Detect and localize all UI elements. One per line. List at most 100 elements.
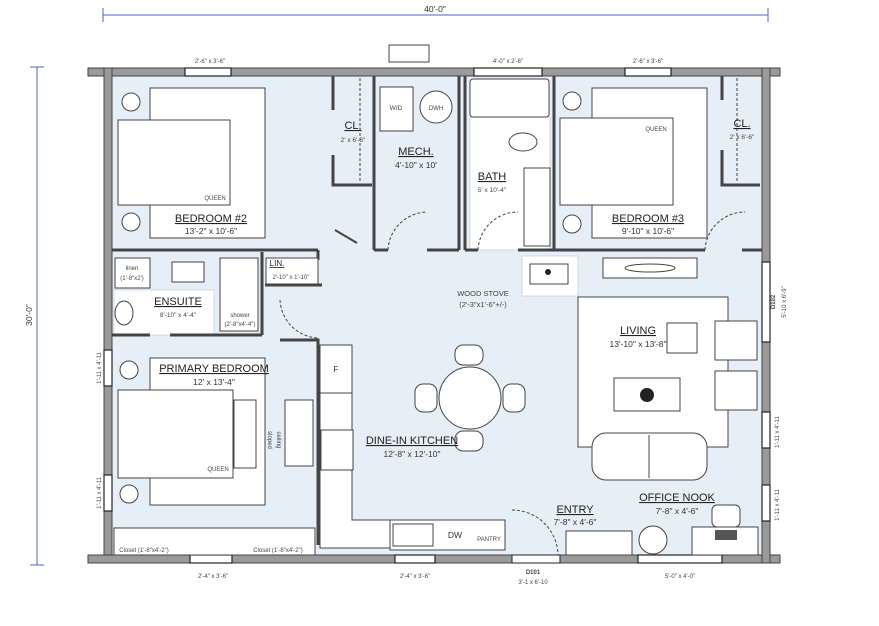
- rooms-closet-right-size-label: 2' x 6'-6": [730, 134, 755, 141]
- window-right-1: [761, 411, 771, 449]
- window-top-2: [473, 67, 543, 77]
- office-chair: [711, 504, 741, 528]
- windows-top2-label: 4'-0" x 2'-6": [493, 59, 523, 65]
- rooms-linen-size-label: (1'-8"x2'): [120, 276, 143, 282]
- bed: [559, 117, 674, 206]
- windows-left1-label: 1'-11 x 4'-11: [97, 351, 103, 383]
- chair: [454, 430, 484, 452]
- windows-right2-label: 1'-11 x 4'-11: [775, 488, 781, 520]
- windows-left2-label: 1'-11 x 4'-11: [97, 476, 103, 508]
- plant-icon: [638, 525, 668, 555]
- rooms-living-name-label: LIVING: [620, 325, 656, 337]
- toilet-icon: [508, 132, 538, 152]
- rooms-bath-name-label: BATH: [478, 171, 507, 183]
- rooms-bedroom3-name-label: BEDROOM #3: [612, 213, 684, 225]
- bed: [117, 389, 234, 479]
- rooms-bedroom2-bed-label: QUEEN: [204, 196, 225, 202]
- dining-table: [438, 366, 502, 430]
- water-heater: [419, 90, 453, 124]
- chimney-box: [388, 44, 430, 63]
- wood-stove: WOOD STOVE (2'-3"x1'-6"+/-): [457, 263, 569, 309]
- chair: [502, 383, 526, 413]
- room-closet-right: CL. 2' x 6'-6": [730, 78, 755, 183]
- window-bottom-3: [637, 554, 723, 564]
- chair: [454, 344, 484, 366]
- windows-right1-label: 1'-11 x 4'-11: [775, 415, 781, 447]
- rooms-shower-name-label: shower: [230, 313, 249, 319]
- room-label: BEDROOM #2: [175, 213, 247, 225]
- nightstand-lamp-icon: [562, 214, 582, 234]
- rooms-bedroom3-size-label: 9'-10" x 10'-6": [622, 226, 674, 236]
- nightstand-lamp-icon: [121, 92, 141, 112]
- rooms-bedroom2-size-label: 13'-2" x 10'-6": [185, 226, 237, 236]
- rooms-bedroom3-bed-label: QUEEN: [645, 127, 666, 133]
- room-mech: W/D DWH MECH. 4'-10" x 10': [379, 86, 453, 170]
- rooms-closet-left-name-label: CL.: [344, 120, 361, 132]
- rooms-kitchen-fridge-label: F: [333, 364, 338, 374]
- room-primary-bedroom: QUEEN PRIMARY BEDROOM 12' x 13'-4" slope…: [113, 357, 316, 556]
- room-office-nook: OFFICE NOOK 7'-8" x 4'-6": [638, 492, 759, 556]
- door-swings: [279, 211, 746, 556]
- nightstand-lamp-icon: [119, 360, 139, 380]
- shower: [219, 257, 259, 332]
- rooms-living-size-label: 13'-10" x 13'-8": [609, 339, 666, 349]
- entry-door-d101: [511, 554, 561, 564]
- armchair: [714, 320, 758, 361]
- rooms-closet-left-size-label: 2' x 6'-6": [341, 137, 366, 144]
- rooms-wood-stove-name-label: WOOD STOVE: [457, 289, 509, 298]
- nightstand-lamp-icon: [119, 484, 139, 504]
- dimension-lines: 40'-0" 30'-0": [24, 4, 769, 566]
- doors-d102-size-label: 5'-10 x 6'-9": [782, 286, 788, 317]
- rooms-primary-closet2-label: Closet (1'-8"x4'-2"): [253, 548, 303, 554]
- window-top-3: [624, 67, 672, 77]
- window-right-2: [761, 484, 771, 522]
- room-ensuite: linen (1'-8"x2') ENSUITE 8'-10" x 4'-4" …: [114, 257, 319, 332]
- doors-d102-label: D102: [771, 294, 777, 309]
- rooms-mech-wd-label: W/D: [390, 105, 403, 112]
- interior-walls: [112, 76, 762, 545]
- room-bedroom-3: QUEEN BEDROOM #3 9'-10" x 10'-6": [559, 87, 708, 239]
- room-living: LIVING 13'-10" x 13'-8": [577, 257, 758, 481]
- patio-door-d102: [761, 261, 771, 343]
- window-bottom-2: [394, 554, 436, 564]
- windows-bottom2-label: 2'-4" x 3'-6": [400, 574, 430, 580]
- rooms-ensuite-name-label: ENSUITE: [154, 296, 202, 308]
- rooms-primary-name-label: PRIMARY BEDROOM: [159, 363, 269, 375]
- room-bedroom-2: QUEEN BEDROOM #2 13'-2" x 10'-6": [117, 87, 266, 239]
- rooms-entry-size-label: 7'-8" x 4'-6": [554, 517, 597, 527]
- vanity: [523, 167, 551, 247]
- windows-top1-label: 2'-6" x 3'-6": [195, 59, 225, 65]
- rooms-entry-name-label: ENTRY: [556, 504, 594, 516]
- rooms-kitchen-name-label: DINE-IN KITCHEN: [366, 435, 458, 447]
- room-entry: ENTRY 7'-8" x 4'-6": [554, 504, 633, 556]
- depth-dimension: 30'-0": [24, 304, 34, 326]
- rooms-office-size-label: 7'-8" x 4'-6": [656, 506, 699, 516]
- sink: [171, 261, 205, 283]
- rooms-wood-stove-size-label: (2'-3"x1'-6"+/-): [459, 300, 507, 309]
- linen-closet-lin: [265, 257, 319, 285]
- rooms-kitchen-size-label: 12'-8" x 12'-10": [383, 449, 440, 459]
- rooms-mech-dwh-label: DWH: [429, 106, 443, 112]
- monitor-icon: [715, 530, 737, 540]
- window-left-2: [103, 474, 113, 512]
- rooms-linen-name-label: linen: [126, 266, 139, 272]
- rooms-mech-size-label: 4'-10" x 10': [395, 160, 437, 170]
- nightstand-lamp-icon: [562, 91, 582, 111]
- window-labels: 2'-6" x 3'-6" 4'-0" x 2'-6" 2'-6" x 3'-6…: [97, 59, 788, 586]
- armchair: [714, 370, 758, 411]
- side-table: [666, 322, 698, 354]
- nightstand-lamp-icon: [121, 212, 141, 232]
- rooms-primary-ceiling2-label: ceiling: [275, 431, 281, 448]
- double-sink: [392, 523, 434, 547]
- fridge: [319, 344, 353, 394]
- chair: [414, 383, 438, 413]
- washer-dryer: [379, 86, 414, 132]
- rooms-kitchen-pantry-label: PANTRY: [477, 537, 501, 543]
- rooms-shower-size-label: (2'-8"x4'-4"): [225, 322, 256, 328]
- rug: [577, 296, 729, 448]
- rooms-ensuite-size-label: 8'-10" x 4'-4": [160, 312, 197, 319]
- rooms-mech-name-label: MECH.: [398, 146, 433, 158]
- closets: [113, 527, 316, 556]
- windows-top3-label: 2'-6" x 3'-6": [633, 59, 663, 65]
